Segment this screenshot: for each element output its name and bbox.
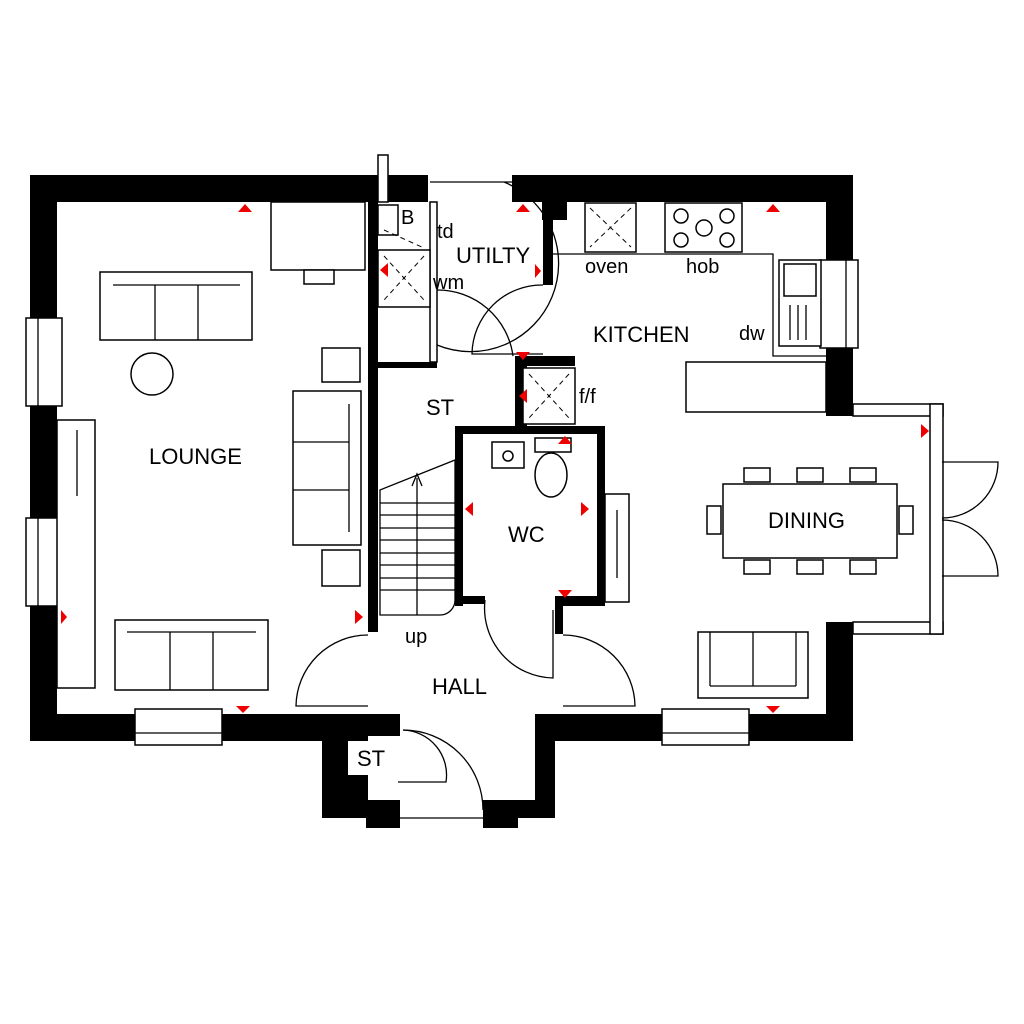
- label-oven: oven: [585, 256, 628, 278]
- label-boiler: B: [401, 207, 414, 229]
- windows: [25, 154, 944, 746]
- label-washing-machine: wm: [432, 272, 464, 294]
- label-stairs-up: up: [405, 626, 427, 648]
- wc-fittings: [491, 437, 630, 603]
- utility-fittings: [377, 204, 431, 308]
- stairs: [379, 459, 456, 616]
- room-label-wc: WC: [508, 522, 545, 547]
- room-label-lounge: LOUNGE: [149, 444, 242, 469]
- lounge-furniture: [56, 201, 366, 691]
- label-fridge-freezer: f/f: [579, 386, 596, 408]
- room-label-kitchen: KITCHEN: [593, 322, 690, 347]
- room-label-hall: HALL: [432, 674, 487, 699]
- label-tumble-dryer: td: [437, 221, 454, 243]
- kitchen-fittings: [522, 202, 827, 425]
- room-label-store-upper: ST: [426, 395, 454, 420]
- doors: [295, 181, 636, 819]
- socket-markers: [61, 204, 929, 713]
- french-doors: [941, 461, 999, 577]
- room-label-utility: UTILTY: [456, 243, 530, 268]
- label-dishwasher: dw: [739, 323, 765, 345]
- room-label-store-lower: ST: [357, 746, 385, 771]
- label-hob: hob: [686, 256, 719, 278]
- room-label-dining: DINING: [768, 508, 845, 533]
- dining-furniture: [697, 467, 914, 699]
